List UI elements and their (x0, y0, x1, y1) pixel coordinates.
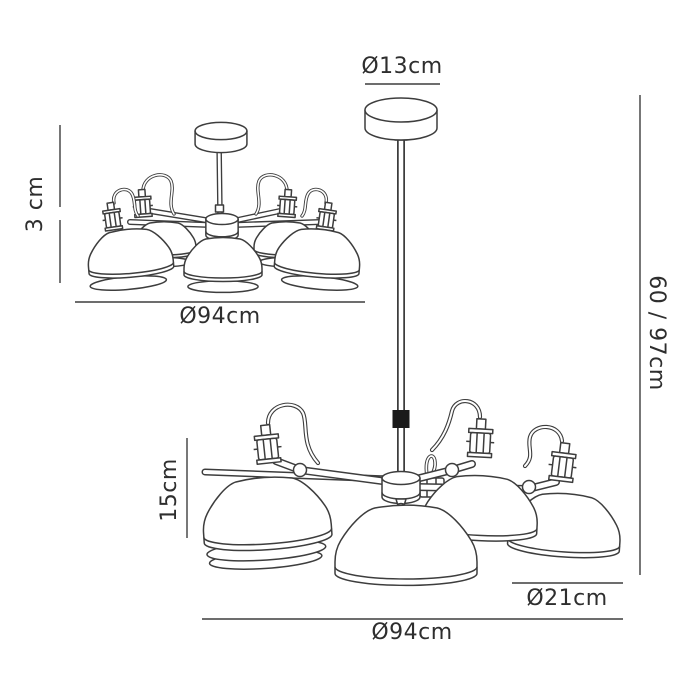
lamp-center-right (408, 399, 541, 545)
lamp-far-left (84, 187, 176, 292)
canopy-small (194, 121, 248, 154)
cord-adjuster (392, 410, 410, 428)
semi-flush-width-label: Ø94cm (179, 304, 261, 329)
drop-height-label: 60 / 97cm (644, 275, 669, 391)
shade-height-label: 15cm (157, 458, 182, 522)
pendant-view-drawing (199, 97, 624, 587)
canopy-diameter-label: Ø13cm (361, 54, 443, 79)
overall-width-label: Ø94cm (371, 620, 453, 645)
dimension-lines (59, 83, 641, 620)
semi-flush-view-drawing (84, 121, 364, 292)
canopy-large (364, 97, 438, 141)
lamp-left (199, 402, 394, 573)
lamp-far-right (272, 187, 364, 292)
shade-diameter-label: Ø21cm (526, 586, 608, 611)
lamp-front-center (183, 236, 263, 292)
semi-flush-height-label: 3 cm (23, 175, 48, 233)
